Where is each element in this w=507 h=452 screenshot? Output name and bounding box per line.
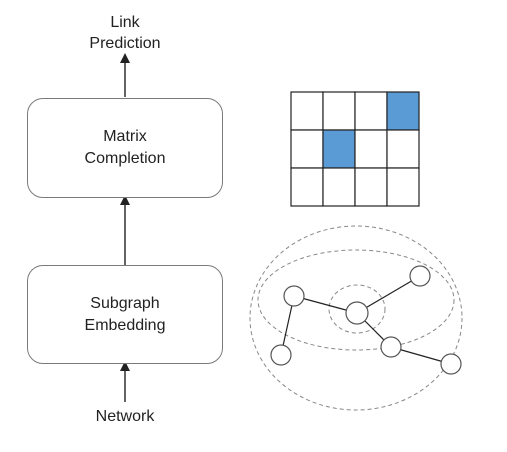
graph-nodes <box>270 265 462 375</box>
matrix-completion-line1: Matrix <box>103 128 147 145</box>
matrix-cell <box>290 167 324 207</box>
matrix-cell <box>290 91 324 131</box>
matrix-cell <box>322 167 356 207</box>
matrix-cell-highlighted <box>386 91 420 131</box>
graph-node <box>440 353 462 375</box>
matrix-completion-line2: Completion <box>84 150 166 167</box>
network-label: Network <box>75 406 175 427</box>
matrix-cell <box>386 167 420 207</box>
subgraph-embedding-box: Subgraph Embedding <box>27 265 223 364</box>
matrix-cell <box>386 129 420 169</box>
matrix-cell <box>322 91 356 131</box>
matrix-cell <box>354 91 388 131</box>
graph-node <box>409 265 431 287</box>
link-prediction-label: Link Prediction <box>75 12 175 54</box>
graph-node-center <box>345 301 369 325</box>
subgraph-embedding-line2: Embedding <box>84 316 166 334</box>
matrix-completion-box: Matrix Completion <box>27 98 223 198</box>
middle-dashed-ellipse <box>257 249 455 351</box>
matrix-cell <box>354 129 388 169</box>
inner-dashed-ellipse <box>328 284 386 334</box>
matrix-cell-highlighted <box>322 129 356 169</box>
matrix-cell <box>290 129 324 169</box>
network-label-text: Network <box>95 408 155 425</box>
link-prediction-line2: Prediction <box>89 35 161 52</box>
subgraph-embedding-line1: Subgraph <box>90 294 160 312</box>
matrix-cell <box>354 167 388 207</box>
matrix-grid <box>290 91 420 207</box>
graph-node <box>283 285 305 307</box>
graph-node <box>270 344 292 366</box>
graph-edge <box>356 275 421 314</box>
link-prediction-line1: Link <box>110 14 140 31</box>
graph-node <box>380 336 402 358</box>
outer-dashed-ellipse <box>249 225 463 411</box>
